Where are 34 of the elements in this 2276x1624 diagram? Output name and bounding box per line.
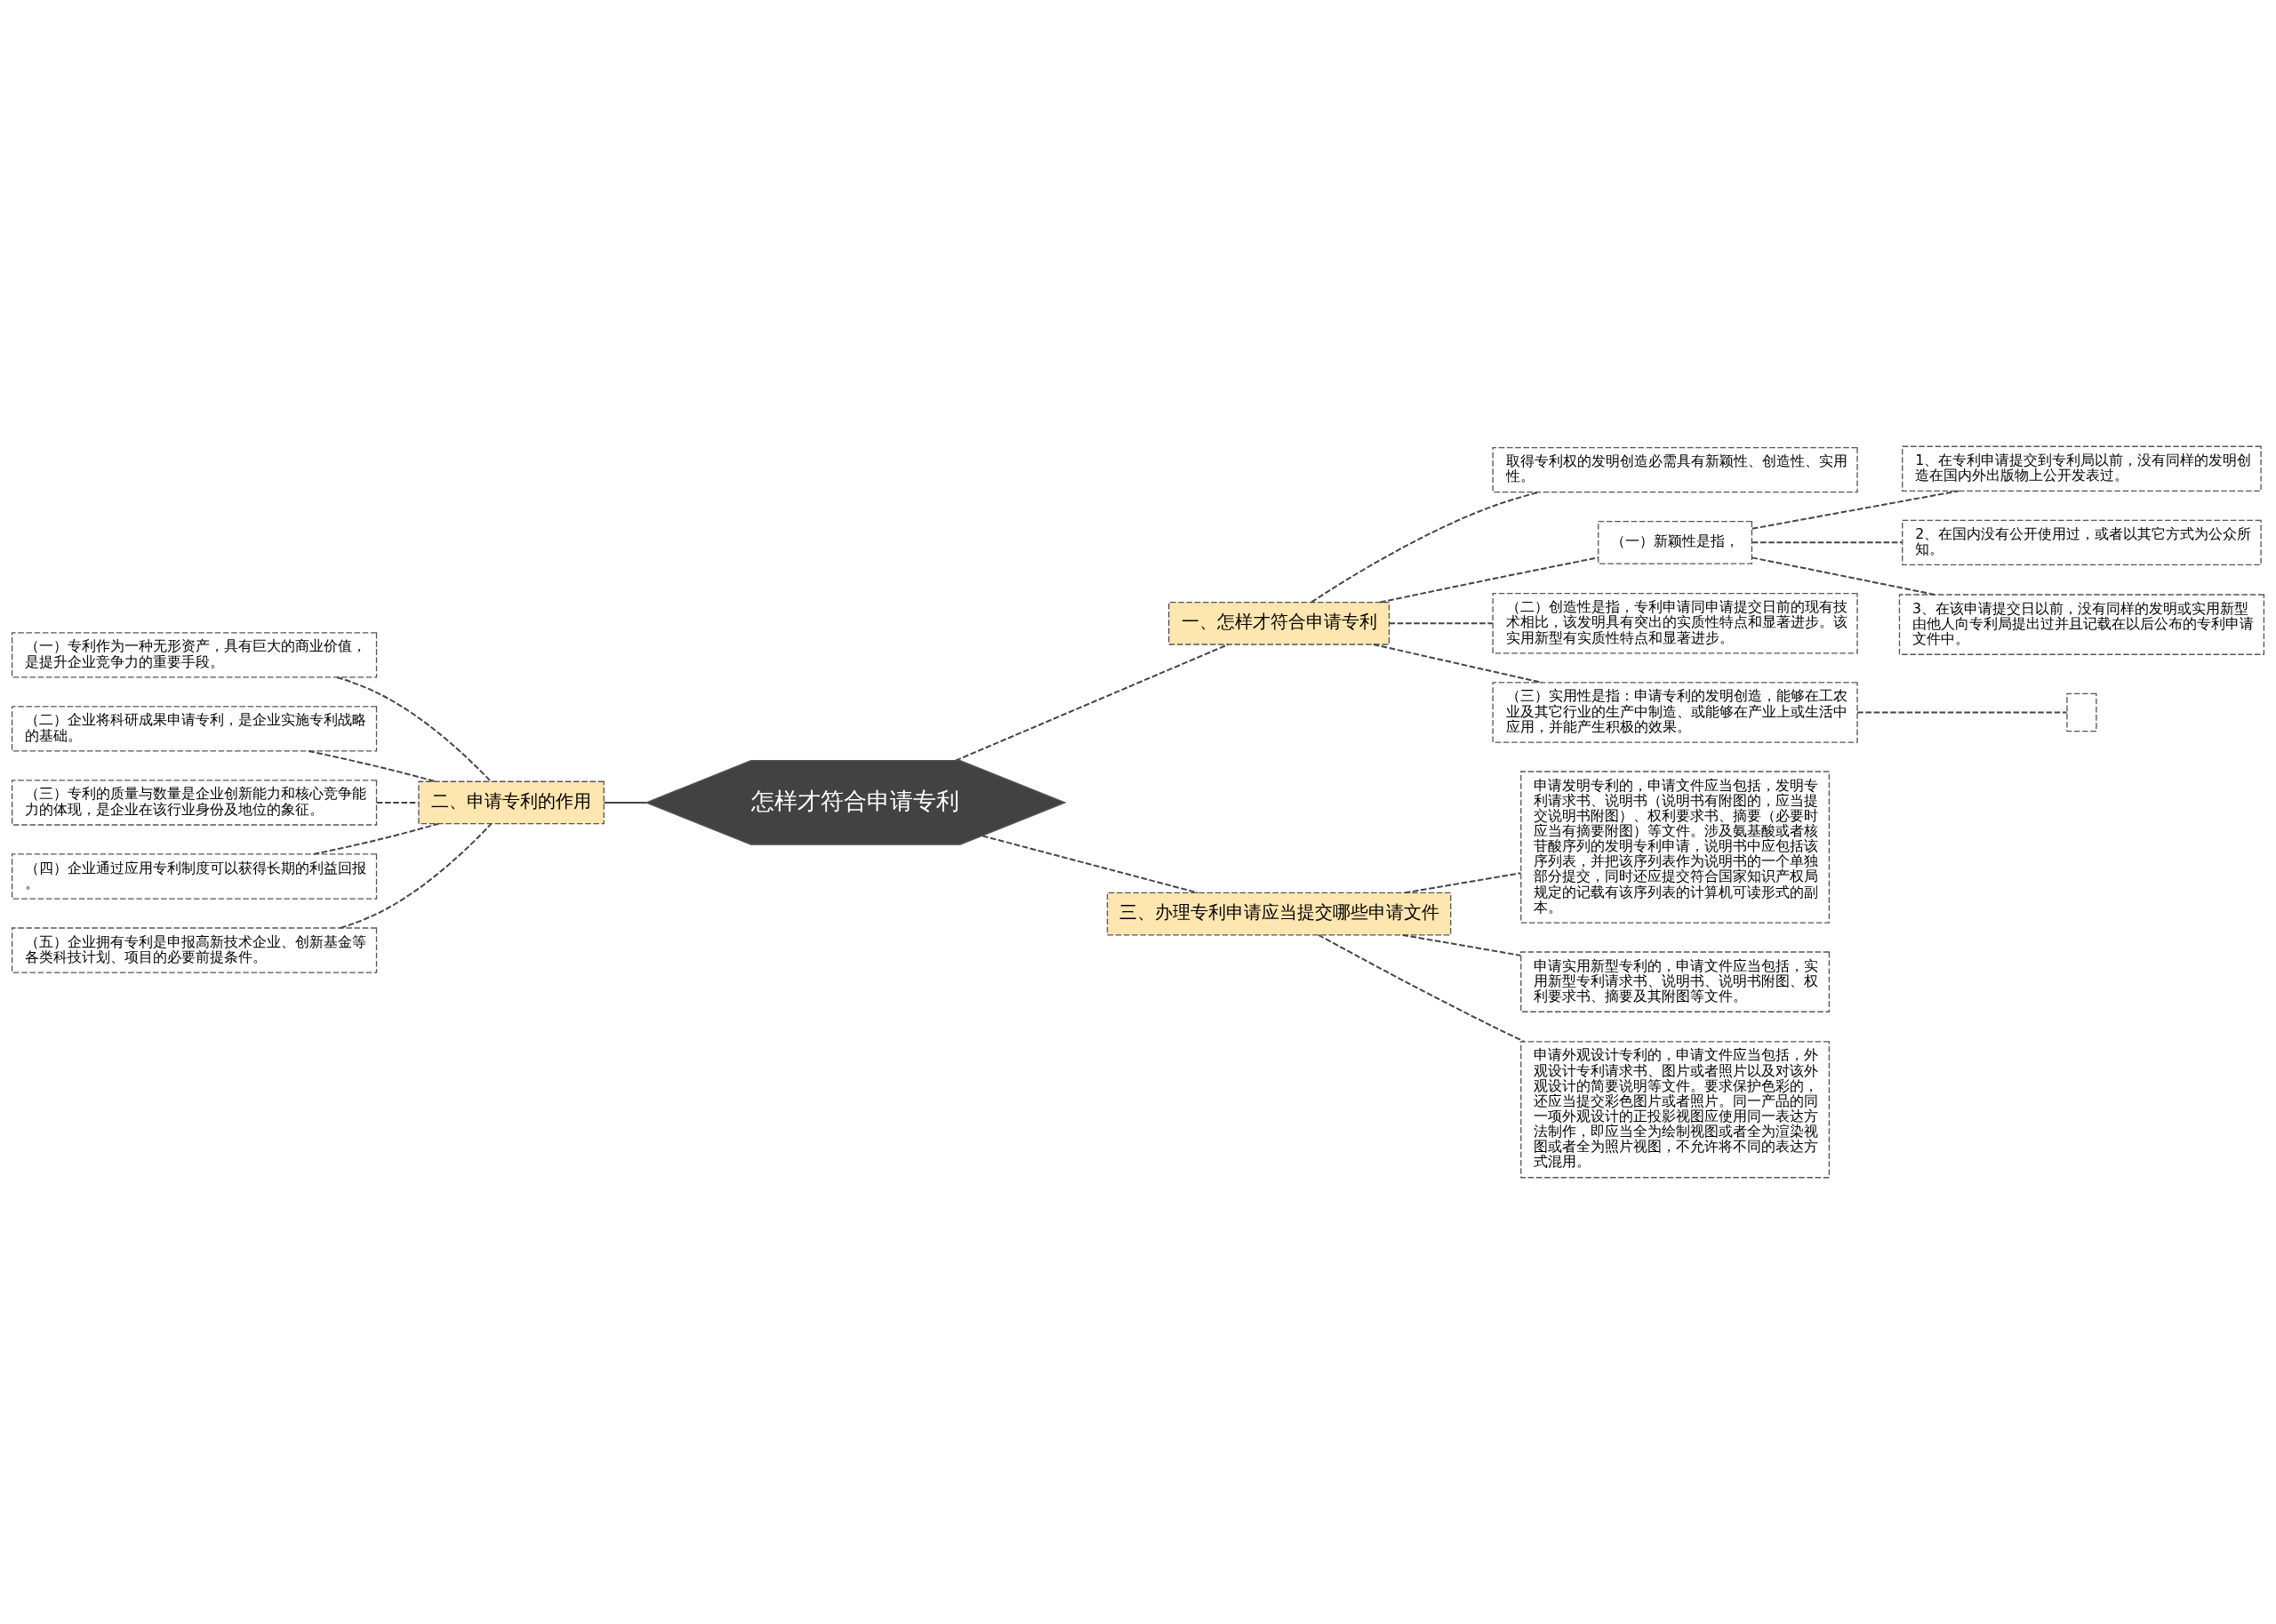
node-box: 申请发明专利的，申请文件应当包括，发明专利请求书、说明书（说明书有附图的，应当提交说明书附图）、权利要求书、摘要（必要时应当有摘要附图）等文件。涉及氨基酸或者核苷酸序列的发明专利申请，说明书中应包括该序列表，并把该序列表作为说明书的一个单独部分提交，同时还应提交符合国家知识产权局规定的记载有该序列表的计算机可读形式的副本。 [1520, 771, 1831, 924]
connector [308, 750, 437, 783]
connector [1318, 934, 1526, 1043]
node-box: （一）专利作为一种无形资产，具有巨大的商业价值，是提升企业竞争力的重要手段。 [11, 632, 378, 678]
connector [1388, 622, 1494, 625]
node-box: （五）企业拥有专利是申报高新技术企业、创新基金等各类科技计划、项目的必要前提条件。 [11, 927, 378, 973]
node-box: （二）企业将科研成果申请专利，是企业实施专利战略的基础。 [11, 706, 378, 752]
node-box: （三）实用性是指：申请专利的发明创造，能够在工农业及其它行业的生产中制造、或能够在产业上或生活中应用，并能产生积极的效果。 [1492, 682, 1858, 743]
node-box: （一）新颖性是指， [1598, 520, 1753, 564]
connector [603, 801, 647, 804]
node-box: 1、在专利申请提交到专利局以前，没有同样的发明创造在国内外出版物上公开发表过。 [1902, 445, 2262, 492]
node-box: 2、在国内没有公开使用过，或者以其它方式为公众所知。 [1902, 519, 2262, 566]
connector [1751, 541, 1903, 544]
connector [1404, 872, 1522, 894]
connector [954, 644, 1230, 762]
node-box: 申请外观设计专利的，申请文件应当包括，外观设计专利请求书、图片或者照片以及对该外观设计的简要说明等文件。要求保护色彩的，还应当提交彩色图片或者照片。同一产品的同一项外观设计的正投影视图应使用同一表达方法制作，即应当全为绘制视图或者全为渲染视图或者全为照片视图，不允许将不同的表达方式混用。 [1520, 1041, 1831, 1179]
node-box: （三）专利的质量与数量是企业创新能力和核心竞争能力的体现，是企业在该行业身份及地位的象征。 [11, 780, 378, 826]
node-box: 二、申请专利的作用 [418, 780, 605, 825]
node-box: 取得专利权的发明创造必需具有新颖性、创造性、实用性。 [1492, 446, 1858, 493]
node-box: 3、在该申请提交日以前，没有同样的发明或实用新型由他人向专利局提出过并且记载在以后公布的专利申请文件中。 [1898, 594, 2265, 655]
connector [1379, 556, 1599, 604]
node-box [2066, 692, 2097, 732]
node-box: （四）企业通过应用专利制度可以获得长期的利益回报。 [11, 853, 378, 900]
node-box: 三、办理专利申请应当提交哪些申请文件 [1106, 892, 1452, 936]
connector [375, 801, 420, 804]
connector [1401, 933, 1522, 956]
connector [1856, 711, 2068, 714]
node-box: 一、怎样才符合申请专利 [1168, 601, 1390, 645]
connector [339, 822, 493, 929]
node-box: （二）创造性是指，专利申请同申请提交日前的现有技术相比，该发明具有突出的实质性特点和显著进步。该实用新型有实质性特点和显著进步。 [1492, 593, 1858, 654]
connector [1310, 491, 1540, 604]
node-box: 申请实用新型专利的，申请文件应当包括，实用新型专利请求书、说明书、说明书附图、权利要求书、摘要及其附图等文件。 [1520, 951, 1831, 1012]
connector [982, 835, 1199, 894]
connector [1751, 490, 1959, 530]
